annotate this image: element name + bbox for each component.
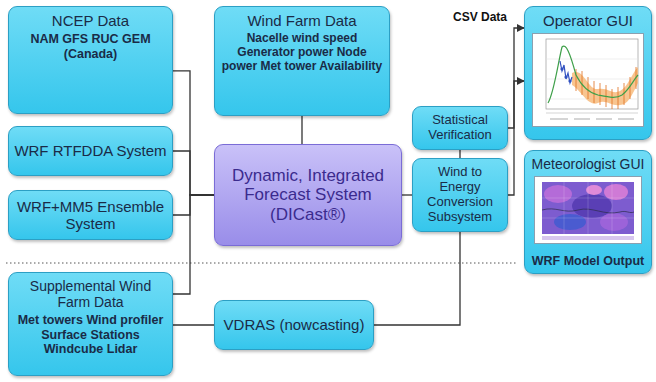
box-heading: Meteorologist GUI <box>532 156 645 172</box>
connector-line <box>173 195 214 215</box>
process-box: Wind to Energy Conversion Subsystem <box>412 158 508 232</box>
box-heading: Supplemental Wind Farm Data <box>13 278 168 310</box>
connector-line <box>459 150 460 158</box>
box-body: Nacelle wind speed Generator power Node … <box>219 32 385 73</box>
process-box: Operator GUI <box>524 6 652 140</box>
box-heading: Wind Farm Data <box>247 12 356 29</box>
forecast-chart <box>532 33 644 127</box>
connector-line <box>173 195 214 294</box>
data-arrow <box>508 81 524 195</box>
box-heading: Wind to Energy Conversion Subsystem <box>417 165 503 225</box>
process-box: WRF RTFDDA System <box>8 126 173 176</box>
box-heading: WRF+MM5 Ensemble System <box>13 198 168 233</box>
connector-line <box>173 71 214 195</box>
box-heading: Operator GUI <box>543 12 633 29</box>
process-box: Meteorologist GUI WRF Model Output <box>524 150 652 274</box>
box-heading: Dynamic, Integrated Forecast System (DIC… <box>219 166 397 225</box>
process-box: Supplemental Wind Farm DataMet towers Wi… <box>8 272 173 376</box>
box-heading: VDRAS (nowcasting) <box>224 316 365 333</box>
connector-line <box>402 194 412 195</box>
process-box: Statistical Verification <box>412 106 508 150</box>
box-heading: WRF RTFDDA System <box>14 142 166 159</box>
model-output-map <box>534 176 642 244</box>
box-body: NAM GFS RUC GEM (Canada) <box>13 32 168 61</box>
process-box: WRF+MM5 Ensemble System <box>8 190 173 240</box>
data-arrow <box>508 28 524 128</box>
system-box: Dynamic, Integrated Forecast System (DIC… <box>214 144 402 246</box>
connector-line <box>173 151 214 195</box>
process-box: VDRAS (nowcasting) <box>214 300 374 350</box>
edge-label: CSV Data <box>451 10 509 24</box>
box-body: Met towers Wind profiler Surface Station… <box>13 313 168 356</box>
connector-line <box>301 116 302 144</box>
process-box: Wind Farm DataNacelle wind speed Generat… <box>214 6 390 116</box>
process-box: NCEP DataNAM GFS RUC GEM (Canada) <box>8 6 173 114</box>
connector-line <box>173 324 214 325</box>
divider-line <box>6 263 516 264</box>
box-body: WRF Model Output <box>532 254 644 268</box>
box-heading: NCEP Data <box>52 12 129 29</box>
box-heading: Statistical Verification <box>417 113 503 143</box>
